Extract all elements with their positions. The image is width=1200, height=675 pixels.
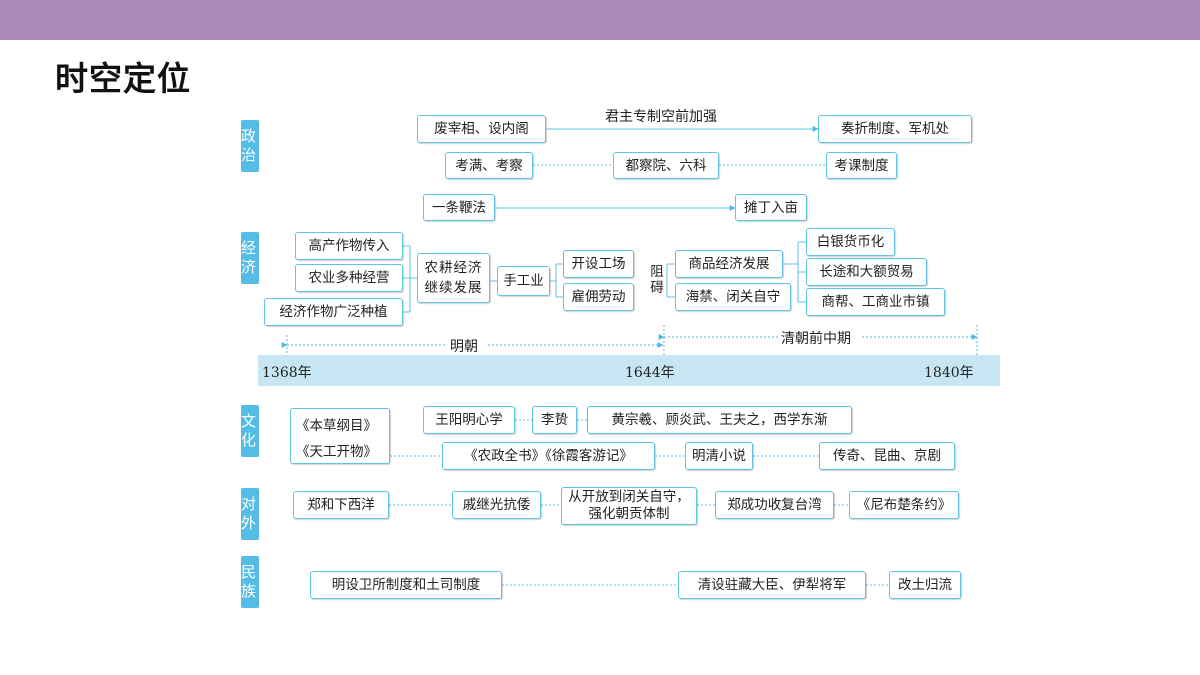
label-obstacle: 阻碍 (650, 264, 664, 296)
box-li-zhi: 李贽 (532, 406, 577, 434)
box-zheng-he: 郑和下西洋 (293, 491, 389, 519)
box-qi-jiguang: 戚继光抗倭 (452, 491, 541, 519)
box-nongzheng-quanshu: 《农政全书》《徐霞客游记》 (442, 442, 655, 470)
box-nerchinsk-treaty: 《尼布楚条约》 (849, 491, 959, 519)
category-culture: 文化 (241, 405, 259, 457)
top-bar (0, 0, 1200, 40)
box-cash-crops: 经济作物广泛种植 (264, 298, 403, 326)
book-tiangong: 《天工开物》 (296, 444, 377, 460)
box-duchayuan: 都察院、六科 (613, 152, 719, 179)
box-kaoke: 考课制度 (826, 152, 897, 179)
box-ming-qing-novels: 明清小说 (685, 442, 753, 470)
box-tanding: 摊丁入亩 (735, 194, 807, 221)
box-single-whip: 一条鞭法 (423, 194, 495, 221)
category-foreign: 对外 (241, 488, 259, 540)
box-hired-labor: 雇佣劳动 (563, 283, 634, 311)
box-opera: 传奇、昆曲、京剧 (819, 442, 955, 470)
box-high-yield-crops: 高产作物传入 (295, 232, 403, 260)
category-politics: 政治 (241, 120, 259, 172)
box-gaitu-guiliu: 改土归流 (889, 571, 961, 599)
box-wang-yangming: 王阳明心学 (423, 406, 515, 434)
year-1644: 1644年 (625, 365, 675, 381)
box-commodity-economy: 商品经济发展 (675, 250, 783, 278)
box-weisuo-tusi: 明设卫所制度和土司制度 (310, 571, 502, 599)
timeline-band (258, 355, 1000, 386)
box-farming-economy: 农耕经济继续发展 (417, 253, 490, 303)
box-long-distance-trade: 长途和大额贸易 (806, 258, 927, 286)
box-handicraft: 手工业 (497, 266, 550, 296)
category-economy: 经济 (241, 232, 259, 284)
period-qing: 清朝前中期 (778, 328, 854, 348)
label-autocracy-trend: 君主专制空前加强 (605, 109, 717, 125)
page-title: 时空定位 (55, 59, 191, 98)
box-bencao-gangmu: 《本草纲目》 《天工开物》 (290, 408, 390, 464)
box-amban-ili: 清设驻藏大臣、伊犁将军 (678, 571, 866, 599)
box-memorial-system: 奏折制度、军机处 (818, 115, 972, 143)
year-1368: 1368年 (262, 365, 312, 381)
box-merchant-guilds: 商帮、工商业市镇 (806, 288, 945, 316)
book-bencao: 《本草纲目》 (296, 418, 377, 434)
box-thinkers: 黄宗羲、顾炎武、王夫之，西学东渐 (587, 406, 852, 434)
box-abolish-chancellor: 废宰相、设内阁 (417, 115, 546, 143)
period-ming: 明朝 (447, 336, 481, 356)
category-ethnic: 民族 (241, 556, 259, 608)
box-kaoman: 考满、考察 (445, 152, 533, 179)
box-workshop: 开设工场 (563, 250, 634, 278)
box-silver-currency: 白银货币化 (806, 228, 895, 256)
year-1840: 1840年 (924, 365, 974, 381)
box-diversified-farming: 农业多种经营 (295, 264, 403, 292)
box-taiwan-recovery: 郑成功收复台湾 (715, 491, 834, 519)
box-sea-ban: 海禁、闭关自守 (675, 283, 791, 311)
box-closed-door: 从开放到闭关自守，强化朝贡体制 (561, 487, 697, 525)
